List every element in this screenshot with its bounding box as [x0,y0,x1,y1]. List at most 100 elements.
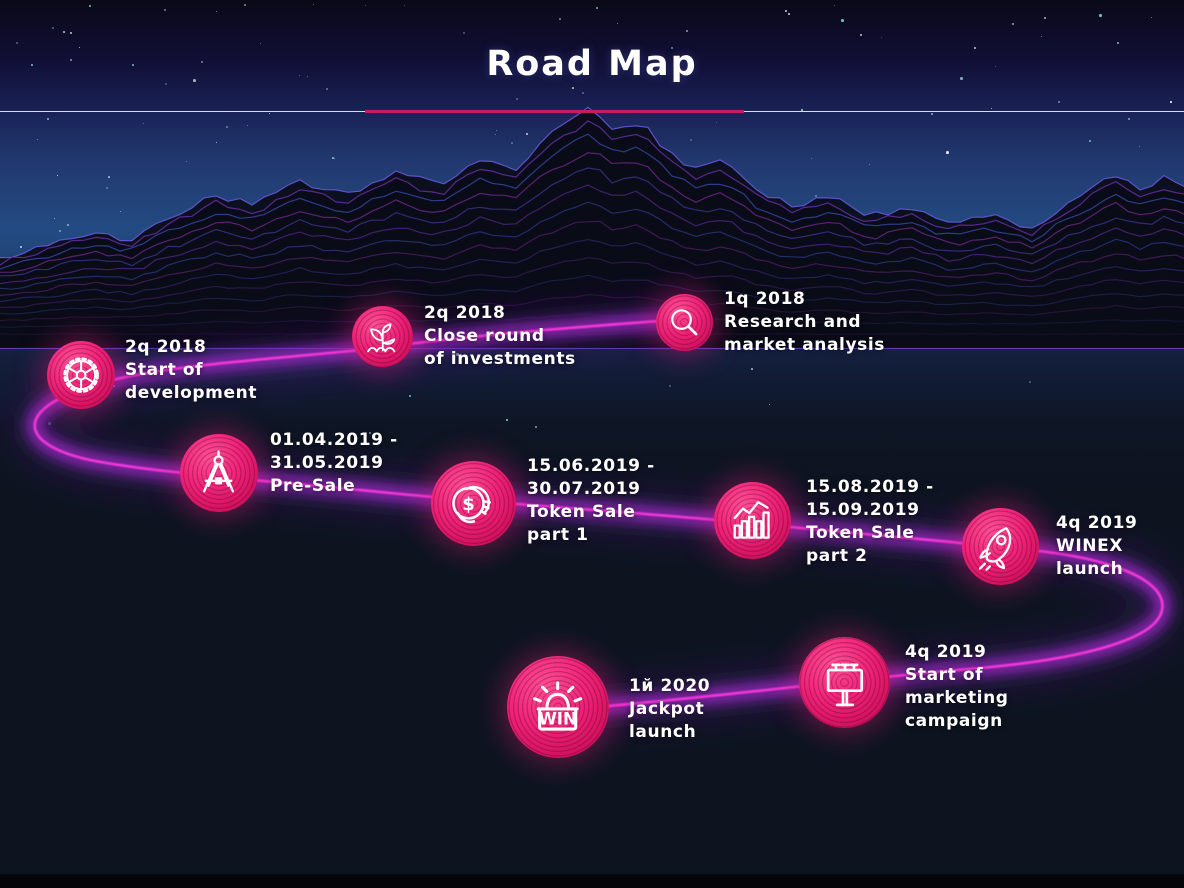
star [164,9,166,11]
milestone-title-line: launch [1056,559,1124,579]
jackpot-launch-badge: WIN [507,656,609,758]
milestone-title-line: WINEX [1056,536,1124,556]
star [995,66,996,67]
star [132,64,134,66]
milestone-date-line: 31.05.2019 [270,453,384,473]
token-sale-1-badge: $ [431,461,516,546]
star [54,218,55,219]
star [216,142,218,144]
star [70,32,72,34]
star [690,139,692,141]
star [931,113,934,116]
star [313,4,315,6]
sprout-icon [366,323,396,353]
star [811,158,813,160]
coins-icon: $ [451,485,491,523]
star [16,42,18,44]
star [496,130,498,132]
star [559,18,561,20]
page-title: Road Map [486,44,698,84]
star [52,27,54,29]
star [1058,101,1061,104]
svg-text:WIN: WIN [539,710,577,729]
start-development-badge [47,341,115,409]
star [1089,140,1092,143]
milestone-date-line: 01.04.2019 - [270,430,398,450]
gear-icon [63,357,99,393]
star [260,43,261,44]
star [409,395,411,397]
milestone-date-line: 15.08.2019 - [806,477,934,497]
milestone-title-line: Pre-Sale [270,476,356,496]
star [244,4,247,7]
star [535,426,537,428]
star [59,230,62,233]
rocket-icon [979,527,1012,572]
close-round-badge [352,306,413,367]
star [596,7,598,9]
milestone-title-line: Close round [424,326,545,346]
star [1117,42,1119,44]
star [671,47,674,50]
svg-text:$: $ [462,494,475,515]
star [89,5,91,7]
milestone-title-line: development [125,383,258,403]
star [70,59,72,61]
star [57,175,58,176]
star [881,37,883,39]
star [106,187,108,189]
star [326,88,329,91]
star [716,122,718,124]
milestone-title-line: part 1 [527,525,589,545]
milestone-title-line: of investments [424,349,576,369]
star [299,75,301,77]
bottom-edge-strip [0,877,1184,888]
star [946,151,949,154]
star [143,123,145,125]
star [201,61,204,64]
star [307,76,308,77]
pre-sale-badge [180,434,258,512]
star [1151,17,1152,18]
milestone-title-line: marketing [905,688,1009,708]
star [334,158,336,160]
star [834,5,836,7]
billboard-icon [826,663,863,706]
star [31,64,34,67]
star [526,133,528,135]
milestone-title-line: part 2 [806,546,868,566]
star [365,5,367,7]
star [37,139,38,140]
star [991,108,993,110]
milestone-title-line: launch [629,722,697,742]
star [1044,17,1046,19]
milestone-title-line: Research and [724,312,862,332]
star [1128,118,1130,120]
milestone-title-line: Token Sale [806,523,915,543]
star [669,385,672,388]
milestone-date-line: 4q 2019 [1056,513,1138,533]
milestone-date-line: 2q 2018 [424,303,506,323]
star [511,142,513,144]
star [120,211,121,212]
star [20,246,22,248]
star [516,98,518,100]
star [332,157,335,160]
magnifier-icon [671,309,698,336]
token-sale-2-badge [714,482,791,559]
star [186,161,188,163]
milestone-title-line: Jackpot [629,699,705,719]
star [1012,23,1015,26]
milestone-date-line: 1й 2020 [629,676,711,696]
star [617,23,618,24]
star [785,10,787,12]
milestone-date-line: 2q 2018 [125,337,207,357]
star [860,34,863,37]
milestone-title-line: market analysis [724,335,886,355]
star [788,13,790,15]
